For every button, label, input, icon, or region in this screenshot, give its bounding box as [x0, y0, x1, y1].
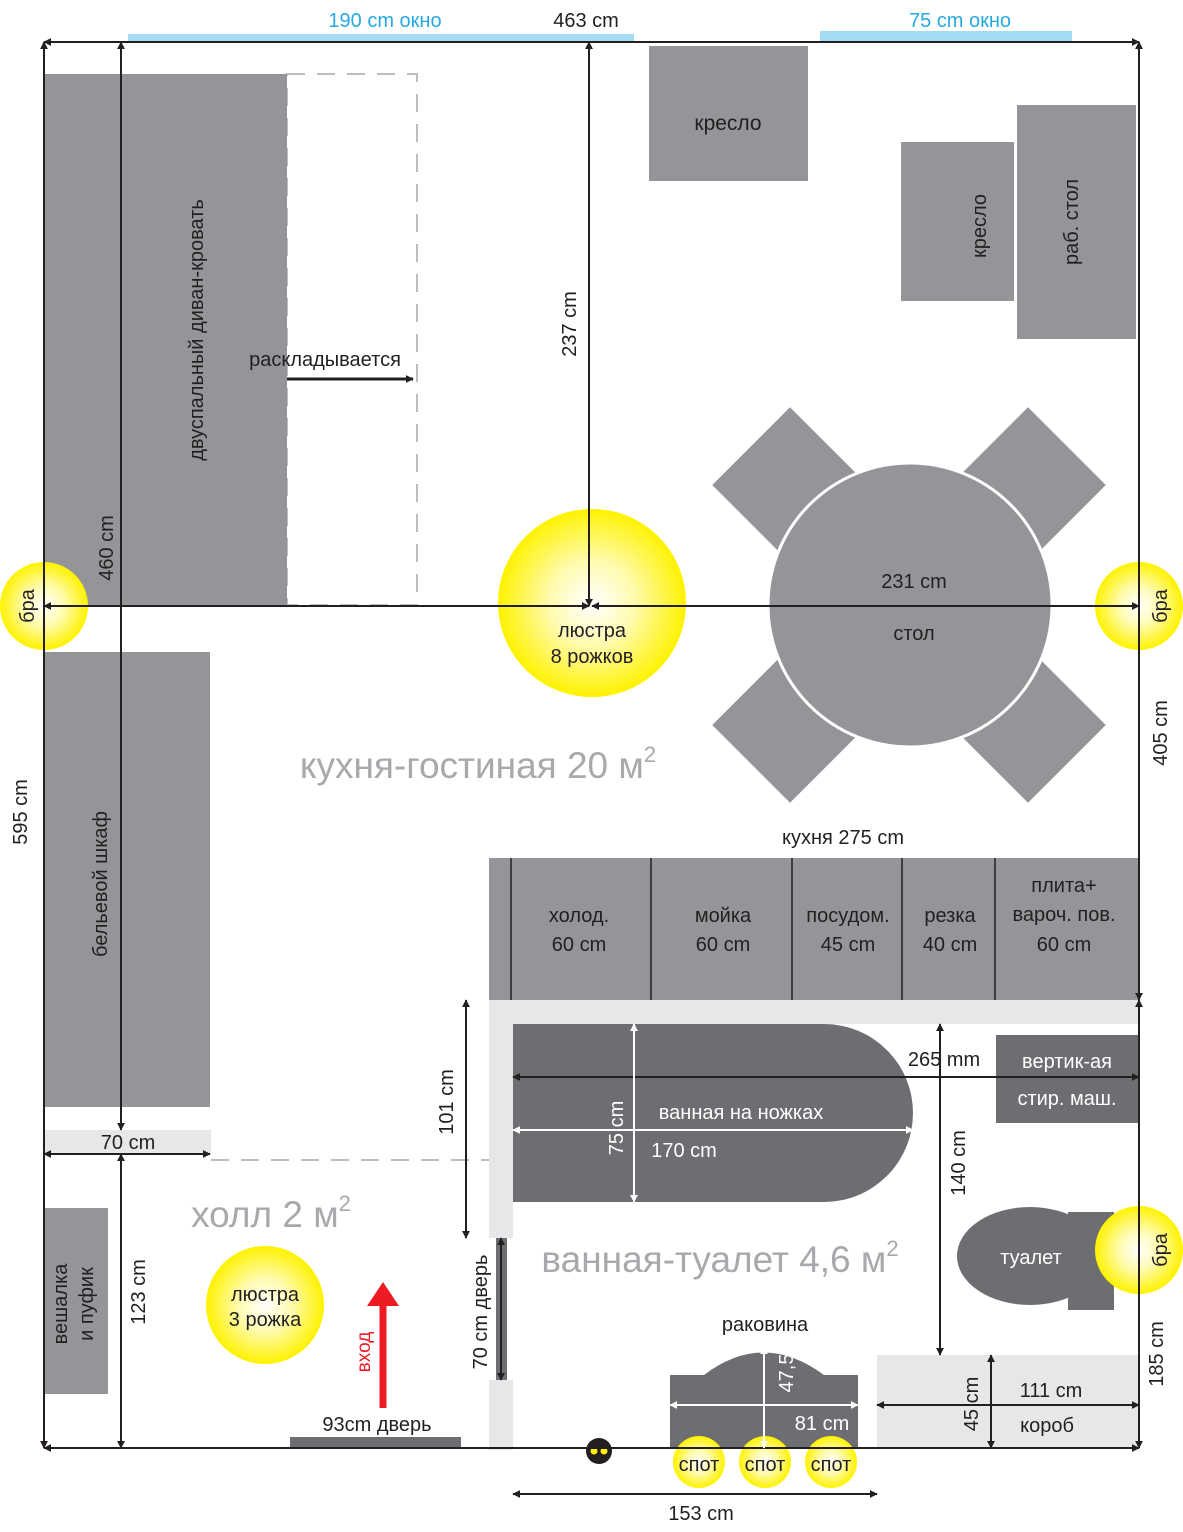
kitchen-fridge-size: 60 cm — [552, 934, 606, 956]
dim-right-upper-label: 405 cm — [1150, 700, 1172, 766]
spot-3-label: спот — [811, 1454, 852, 1476]
sofa-unfolded-outline — [286, 73, 418, 606]
kitchen-sink-size: 60 cm — [696, 934, 750, 956]
entrance-door-label: 93cm дверь — [322, 1414, 431, 1436]
bathtub — [513, 1024, 913, 1202]
desk-label: раб. стол — [1061, 179, 1083, 265]
window-left — [128, 34, 634, 42]
dim-right-lower-label: 185 cm — [1146, 1321, 1168, 1387]
dim-box-depth-label: 45 cm — [961, 1377, 983, 1431]
dim-hall-height-label: 123 cm — [128, 1259, 150, 1325]
wardrobe — [44, 652, 210, 1107]
sink-label: раковина — [722, 1314, 809, 1336]
desk — [1017, 105, 1136, 339]
entry-label: вход — [354, 1332, 375, 1373]
kitchen-counter — [489, 858, 1140, 1000]
dim-tub-length-label: 170 cm — [651, 1140, 717, 1162]
bath-wall-left-upper — [489, 1000, 513, 1238]
box-duct — [877, 1355, 1139, 1449]
window-left-label: 190 cm окно — [328, 10, 441, 32]
sofa-bed — [44, 74, 287, 605]
chandelier-hall-label-2: 3 рожка — [229, 1309, 302, 1331]
window-right — [820, 31, 1072, 41]
chandelier-main-label-2: 8 рожков — [551, 646, 634, 668]
dim-wardrobe-depth-label: 70 cm — [101, 1132, 155, 1154]
washer-label-1: вертик-ая — [1022, 1051, 1112, 1073]
kitchen-title: кухня 275 cm — [782, 827, 904, 849]
washer-label-2: стир. маш. — [1017, 1088, 1116, 1110]
dim-bath-wall-label: 101 cm — [436, 1069, 458, 1135]
kitchen-dishwasher-label: посудом. — [806, 905, 889, 927]
bathtub-label: ванная на ножках — [659, 1102, 823, 1124]
kitchen-sink-label: мойка — [695, 905, 752, 927]
bath-wall-top — [489, 1000, 1140, 1024]
armchair-top — [649, 46, 808, 181]
entrance-door — [290, 1437, 461, 1448]
spot-1-label: спот — [679, 1454, 720, 1476]
sconce-bath-label: бра — [1150, 1232, 1172, 1267]
window-right-label: 75 cm окно — [909, 10, 1011, 32]
doorbell-icon — [586, 1438, 612, 1464]
dim-sink-width-label: 81 cm — [795, 1413, 849, 1435]
bathroom-door-label: 70 cm дверь — [470, 1255, 492, 1370]
dim-bottom-span-label: 153 cm — [668, 1503, 734, 1525]
kitchen-stove-label-1: плита+ — [1031, 875, 1096, 897]
toilet-label: туалет — [1000, 1247, 1062, 1269]
room-label-hall: холл 2 м2 — [191, 1191, 351, 1235]
wardrobe-label: бельевой шкаф — [90, 811, 112, 957]
hanger-label-2: и пуфик — [76, 1267, 98, 1341]
sofa-unfolds-label: раскладывается — [249, 349, 401, 371]
dim-tub-width-label: 75 cm — [606, 1101, 628, 1155]
spot-2-label: спот — [745, 1454, 786, 1476]
kitchen-stove-label-2: вароч. пов. — [1013, 904, 1116, 926]
dim-sink-depth-label: 47,5 — [776, 1354, 798, 1393]
room-label-living: кухня-гостиная 20 м2 — [300, 742, 656, 786]
hanger-label-1: вешалка — [50, 1263, 72, 1345]
kitchen-stove-size: 60 cm — [1037, 934, 1091, 956]
room-label-bath: ванная-туалет 4,6 м2 — [541, 1236, 898, 1280]
chandelier-hall — [206, 1246, 324, 1364]
dim-box-width-label: 111 cm — [1020, 1380, 1083, 1402]
armchair-side — [901, 142, 1014, 301]
sconce-left-label: бра — [17, 588, 39, 623]
kitchen-dishwasher-size: 45 cm — [821, 934, 875, 956]
box-label: короб — [1020, 1415, 1074, 1437]
dim-bath-depth-label: 140 cm — [948, 1130, 970, 1196]
dining-table-label: стол — [893, 623, 934, 645]
kitchen-cutting-label: резка — [924, 905, 976, 927]
chandelier-main — [498, 509, 686, 697]
entry-arrow-head — [367, 1282, 399, 1306]
dim-sofa-height-label: 460 cm — [96, 515, 118, 581]
sconce-right-label: бра — [1150, 588, 1172, 623]
dim-height-total-label: 595 cm — [10, 779, 32, 845]
dim-to-chandelier-label: 237 cm — [559, 291, 581, 357]
bath-wall-left-lower — [489, 1380, 513, 1450]
sofa-label: двуспальный диван-кровать — [186, 199, 208, 461]
kitchen-fridge-label: холод. — [549, 905, 609, 927]
dim-table-span-label: 231 cm — [881, 571, 947, 593]
armchair-side-label: кресло — [969, 194, 991, 258]
chandelier-main-label-1: люстра — [558, 620, 627, 642]
chandelier-hall-label-1: люстра — [231, 1284, 300, 1306]
toilet — [957, 1207, 1103, 1305]
kitchen-cutting-size: 40 cm — [923, 934, 977, 956]
dim-bath-length-label: 265 mm — [908, 1049, 980, 1071]
hanger-stool — [44, 1208, 108, 1394]
armchair-top-label: кресло — [694, 112, 761, 135]
dim-width-total-label: 463 cm — [553, 10, 619, 32]
